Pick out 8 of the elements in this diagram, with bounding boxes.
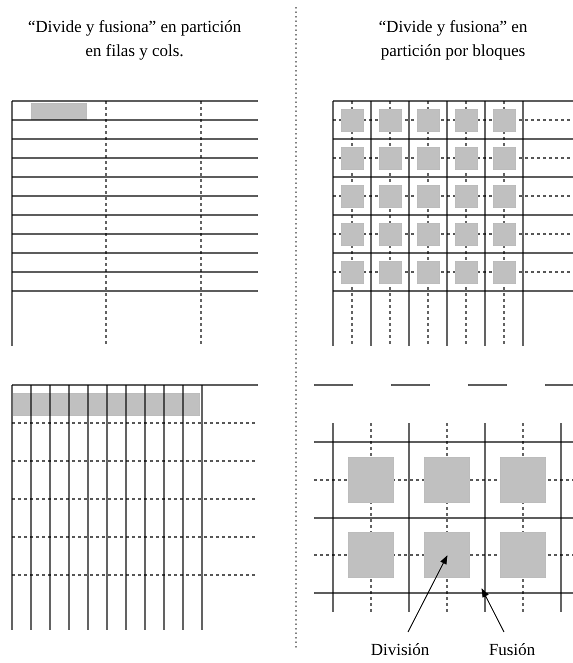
panel-title: “Divide y fusiona” en partición en filas y cols. [26, 16, 242, 62]
panel-title: “Divide y fusiona” en partición por bloques [378, 16, 528, 62]
leader-text: Fusión [470, 638, 554, 662]
block-boundary-line [484, 518, 486, 612]
data-block [424, 532, 470, 578]
leader-line [408, 555, 448, 632]
leader-text: División [355, 638, 445, 662]
leader-line [482, 588, 504, 632]
